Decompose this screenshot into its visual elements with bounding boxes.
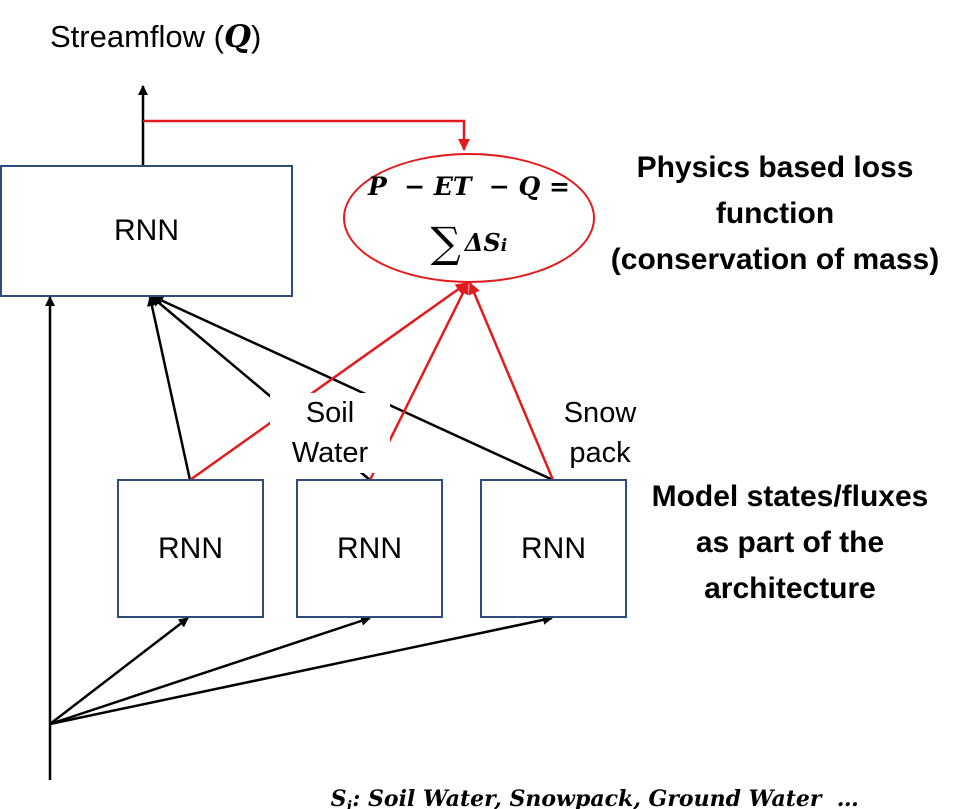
loss-equation-rhs: ∑ΔSi	[343, 218, 595, 267]
physics-loss-line3: (conservation of mass)	[610, 243, 940, 276]
model-states-line2: as part of the	[695, 526, 885, 559]
streamflow-text: Streamflow (	[50, 19, 224, 54]
soil-water-line1: Soil	[305, 397, 355, 429]
middle-rnn-label: RNN	[337, 531, 402, 565]
snowpack-line2: pack	[569, 437, 631, 469]
footnote-text: : Soil Water, Snowpack, Ground Water …	[352, 786, 859, 809]
soil-water-label: Soil Water	[270, 393, 390, 473]
soil-rnn-label: RNN	[158, 531, 223, 565]
soil-rnn-box: RNN	[117, 479, 264, 618]
model-states-line1: Model states/fluxes	[651, 480, 929, 513]
input-to-middle-rnn-arrow	[49, 616, 371, 726]
streamflow-label: Streamflow (Q)	[50, 17, 261, 57]
top-rnn-label: RNN	[114, 214, 179, 247]
streamflow-close: )	[251, 19, 262, 54]
delta-s-term: ΔS	[464, 228, 501, 257]
streamflow-to-loss-arrow	[143, 119, 470, 151]
streamflow-symbol: Q	[223, 19, 251, 55]
loss-equation-lhs: P − ET − Q =	[367, 172, 570, 201]
input-to-soil-rnn-arrow	[49, 617, 189, 725]
top-rnn-box: RNN	[0, 165, 293, 297]
physics-loss-label: Physics based loss function (conservatio…	[585, 145, 965, 283]
footnote-s: S	[330, 786, 347, 809]
delta-s-subscript: i	[500, 235, 508, 256]
snow-rnn-to-top-arrow	[153, 295, 554, 482]
soil-rnn-to-top-arrow	[147, 296, 192, 481]
snow-rnn-label: RNN	[521, 531, 586, 565]
snowpack-label: Snow pack	[540, 393, 660, 473]
physics-loss-line1: Physics based loss	[636, 151, 914, 184]
soil-water-line2: Water	[291, 437, 369, 469]
snow-rnn-box: RNN	[480, 479, 627, 618]
model-states-label: Model states/fluxes as part of the archi…	[630, 474, 950, 612]
footnote-subscript: i	[346, 797, 353, 809]
input-to-snow-rnn-arrow	[49, 614, 553, 726]
soil-rnn-to-loss-arrow	[189, 281, 468, 482]
snow-rnn-to-loss-arrow	[468, 282, 555, 481]
middle-rnn-box: RNN	[296, 479, 443, 618]
summation-symbol: ∑	[430, 218, 461, 267]
physics-loss-line2: function	[715, 197, 835, 230]
snowpack-line1: Snow	[563, 397, 637, 429]
model-states-line3: architecture	[704, 572, 876, 605]
loss-ellipse	[343, 153, 595, 283]
state-definition-footnote: Si: Soil Water, Snowpack, Ground Water …	[300, 760, 859, 809]
